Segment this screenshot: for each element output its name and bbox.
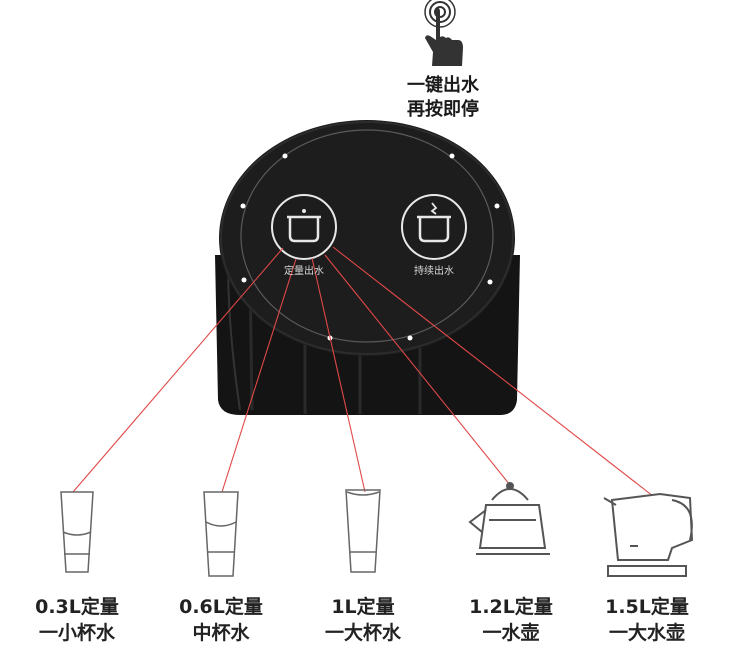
option-description: 一水壶 [482,622,540,644]
option-volume: 1.2L定量 [469,596,553,618]
option-label-0-6l: 0.6L定量 中杯水 [166,594,276,646]
option-label-1-2l: 1.2L定量 一水壶 [456,594,566,646]
option-label-0-3l: 0.3L定量 一小杯水 [22,594,132,646]
medium-glass-icon [203,491,239,577]
small-glass-icon [60,491,94,573]
option-volume: 1L定量 [331,596,395,618]
continuous-flow-button[interactable] [401,194,467,260]
continuous-flow-caption: 持续出水 [414,266,454,277]
option-description: 一大杯水 [324,622,401,644]
option-volume: 0.6L定量 [179,596,263,618]
option-description: 中杯水 [192,622,250,644]
one-touch-instruction: 一键出水 再按即停 [388,74,498,122]
large-glass-icon [345,489,381,573]
option-label-1l: 1L定量 一大杯水 [308,594,418,646]
option-description: 一小杯水 [38,622,115,644]
option-volume: 0.3L定量 [35,596,119,618]
kettle-icon [468,482,550,555]
option-volume: 1.5L定量 [605,596,689,618]
instruction-line-2: 再按即停 [407,99,479,120]
fixed-amount-button[interactable] [271,194,337,260]
guide-lines [72,246,659,501]
water-dispenser-body [215,120,520,415]
option-label-1-5l: 1.5L定量 一大水壶 [592,594,702,646]
electric-kettle-icon [603,492,694,577]
instruction-line-1: 一键出水 [407,75,479,96]
tap-finger-icon [424,0,463,66]
option-description: 一大水壶 [608,622,685,644]
fixed-amount-caption: 定量出水 [284,266,324,277]
